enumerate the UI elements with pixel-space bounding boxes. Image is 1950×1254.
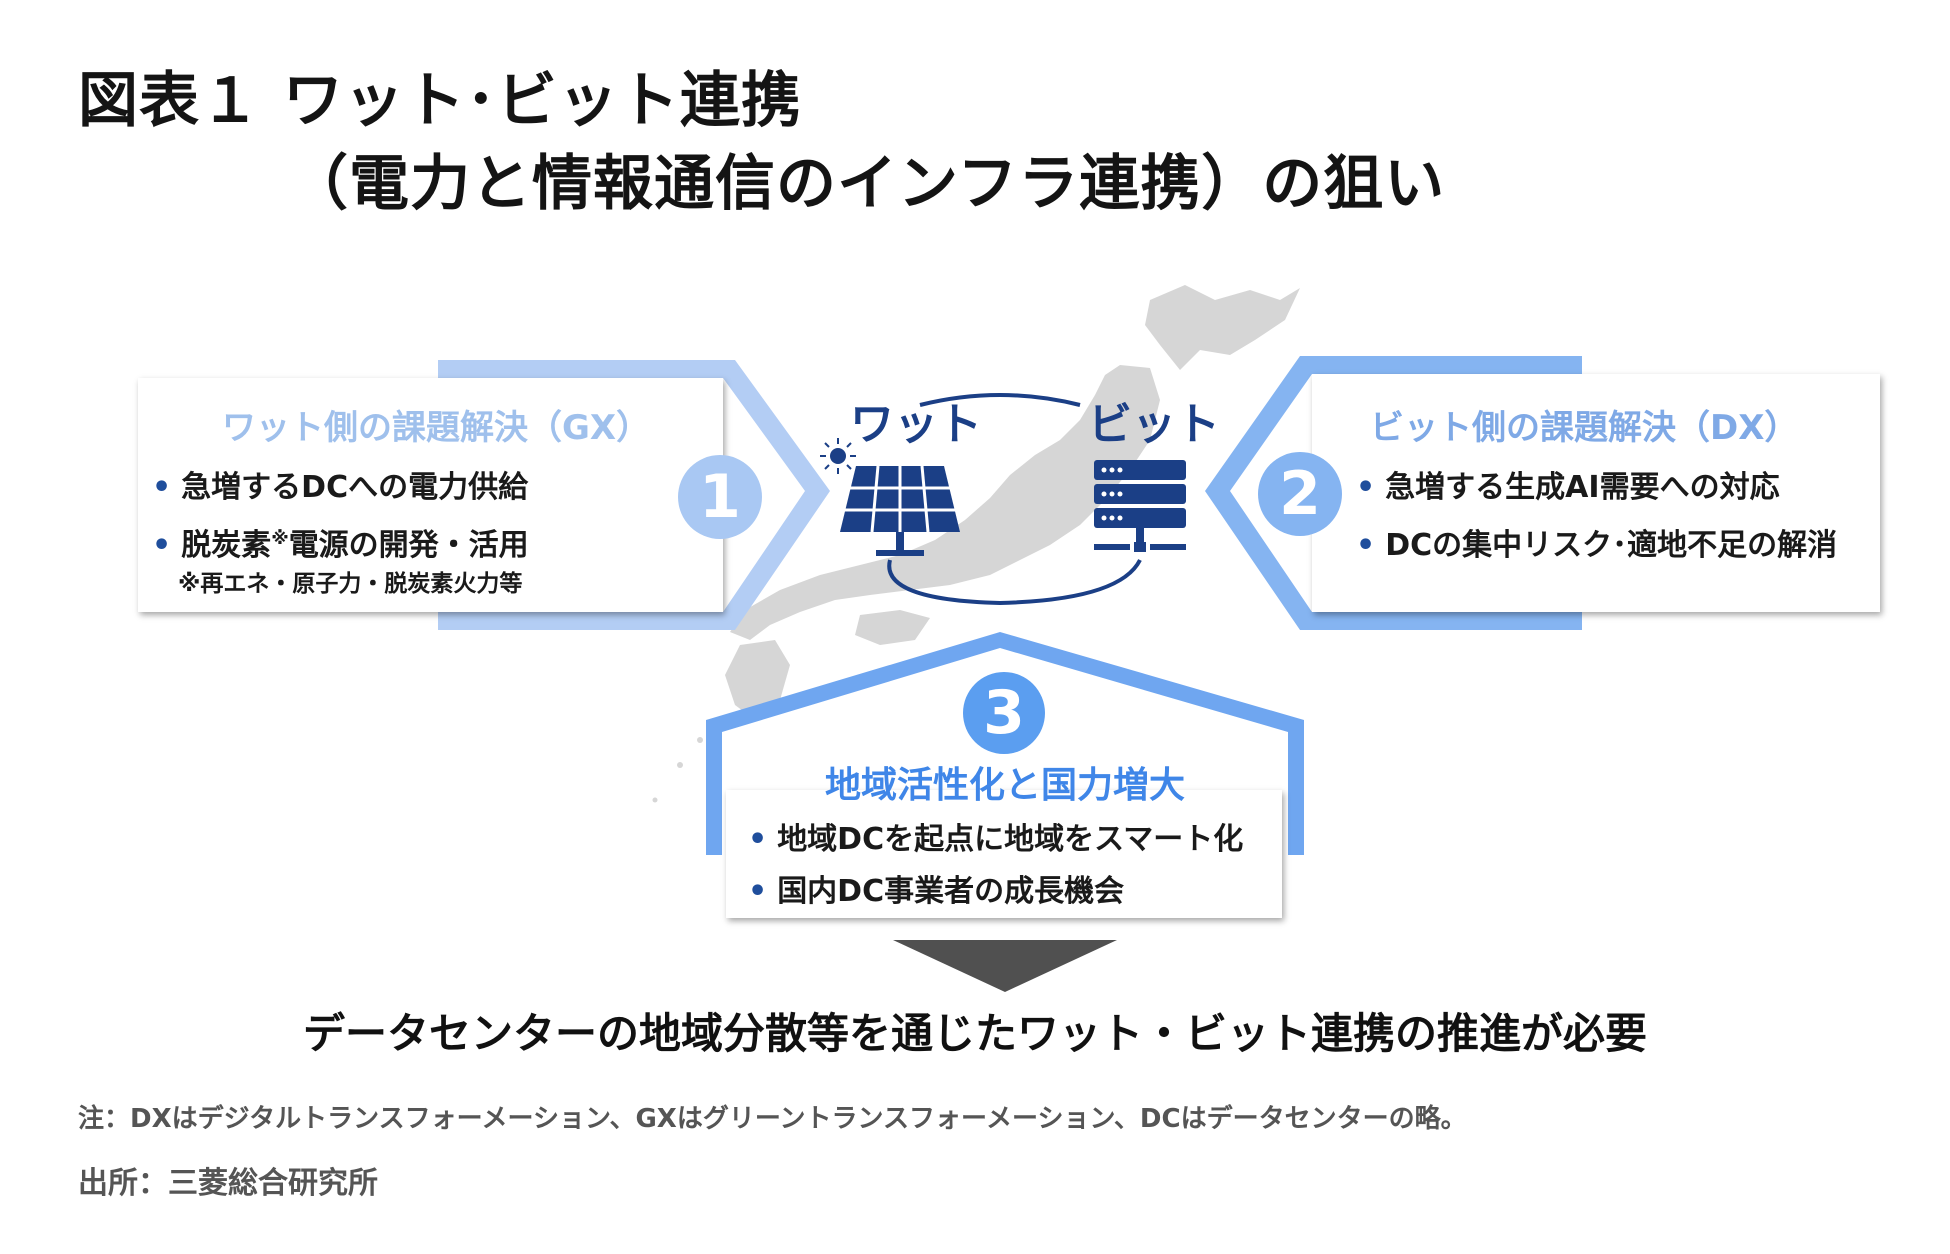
box-gx-bullet-2: •脱炭素※電源の開発・活用: [152, 528, 529, 563]
box-region: [726, 790, 1282, 918]
box-gx-note: ※再エネ・原子力・脱炭素火力等: [178, 571, 523, 597]
footnote-note: 注：DXはデジタルトランスフォーメーション、GXはグリーントランスフォーメーショ…: [78, 1104, 1467, 1134]
watt-label: ワット: [850, 399, 982, 450]
server-icon: [1094, 460, 1186, 552]
bullet-dot: •: [152, 528, 172, 563]
box-region-bullet-2: •国内DC事業者の成長機会: [748, 874, 1125, 909]
sun-icon: [820, 438, 856, 474]
box-dx-bullet-1: •急増する生成AI需要への対応: [1356, 470, 1780, 505]
japan-map: [652, 285, 1300, 803]
conclusion-text: データセンターの地域分散等を通じたワット・ビット連携の推進が必要: [302, 1009, 1647, 1058]
page-title-line2: （電力と情報通信のインフラ連携）の狙い: [288, 149, 1446, 219]
footnote-source: 出所：三菱総合研究所: [78, 1166, 378, 1201]
watt-bit-ring: [887, 393, 1142, 606]
box-dx-title: ビット側の課題解決（DX）: [1370, 408, 1799, 448]
house-roof-3: [706, 632, 1304, 855]
superscript-note-mark: ※: [271, 528, 289, 549]
box-gx-bullet-1: •急増するDCへの電力供給: [152, 470, 529, 505]
badge-2: 2: [1258, 452, 1342, 536]
bullet-dot: •: [1356, 470, 1376, 505]
bit-label: ビット: [1088, 399, 1220, 450]
bullet-dot: •: [1356, 528, 1376, 563]
bullet-dot: •: [152, 470, 172, 505]
down-arrow: [893, 940, 1117, 992]
box-region-bullet-1: •地域DCを起点に地域をスマート化: [748, 822, 1244, 857]
bullet-dot: •: [748, 822, 768, 857]
solar-panel-icon: [840, 465, 960, 556]
box-region-title: 地域活性化と国力増大: [824, 765, 1185, 806]
badge-1: 1: [678, 455, 762, 539]
badge-3: 3: [963, 672, 1045, 754]
box-gx: [138, 378, 723, 612]
box-dx: [1312, 374, 1880, 612]
box-gx-title: ワット側の課題解決（GX）: [222, 408, 651, 448]
bullet-dot: •: [748, 874, 768, 909]
page-title-line1: 図表１ ワット･ビット連携: [78, 66, 802, 136]
box-dx-bullet-2: •DCの集中リスク･適地不足の解消: [1356, 528, 1838, 563]
